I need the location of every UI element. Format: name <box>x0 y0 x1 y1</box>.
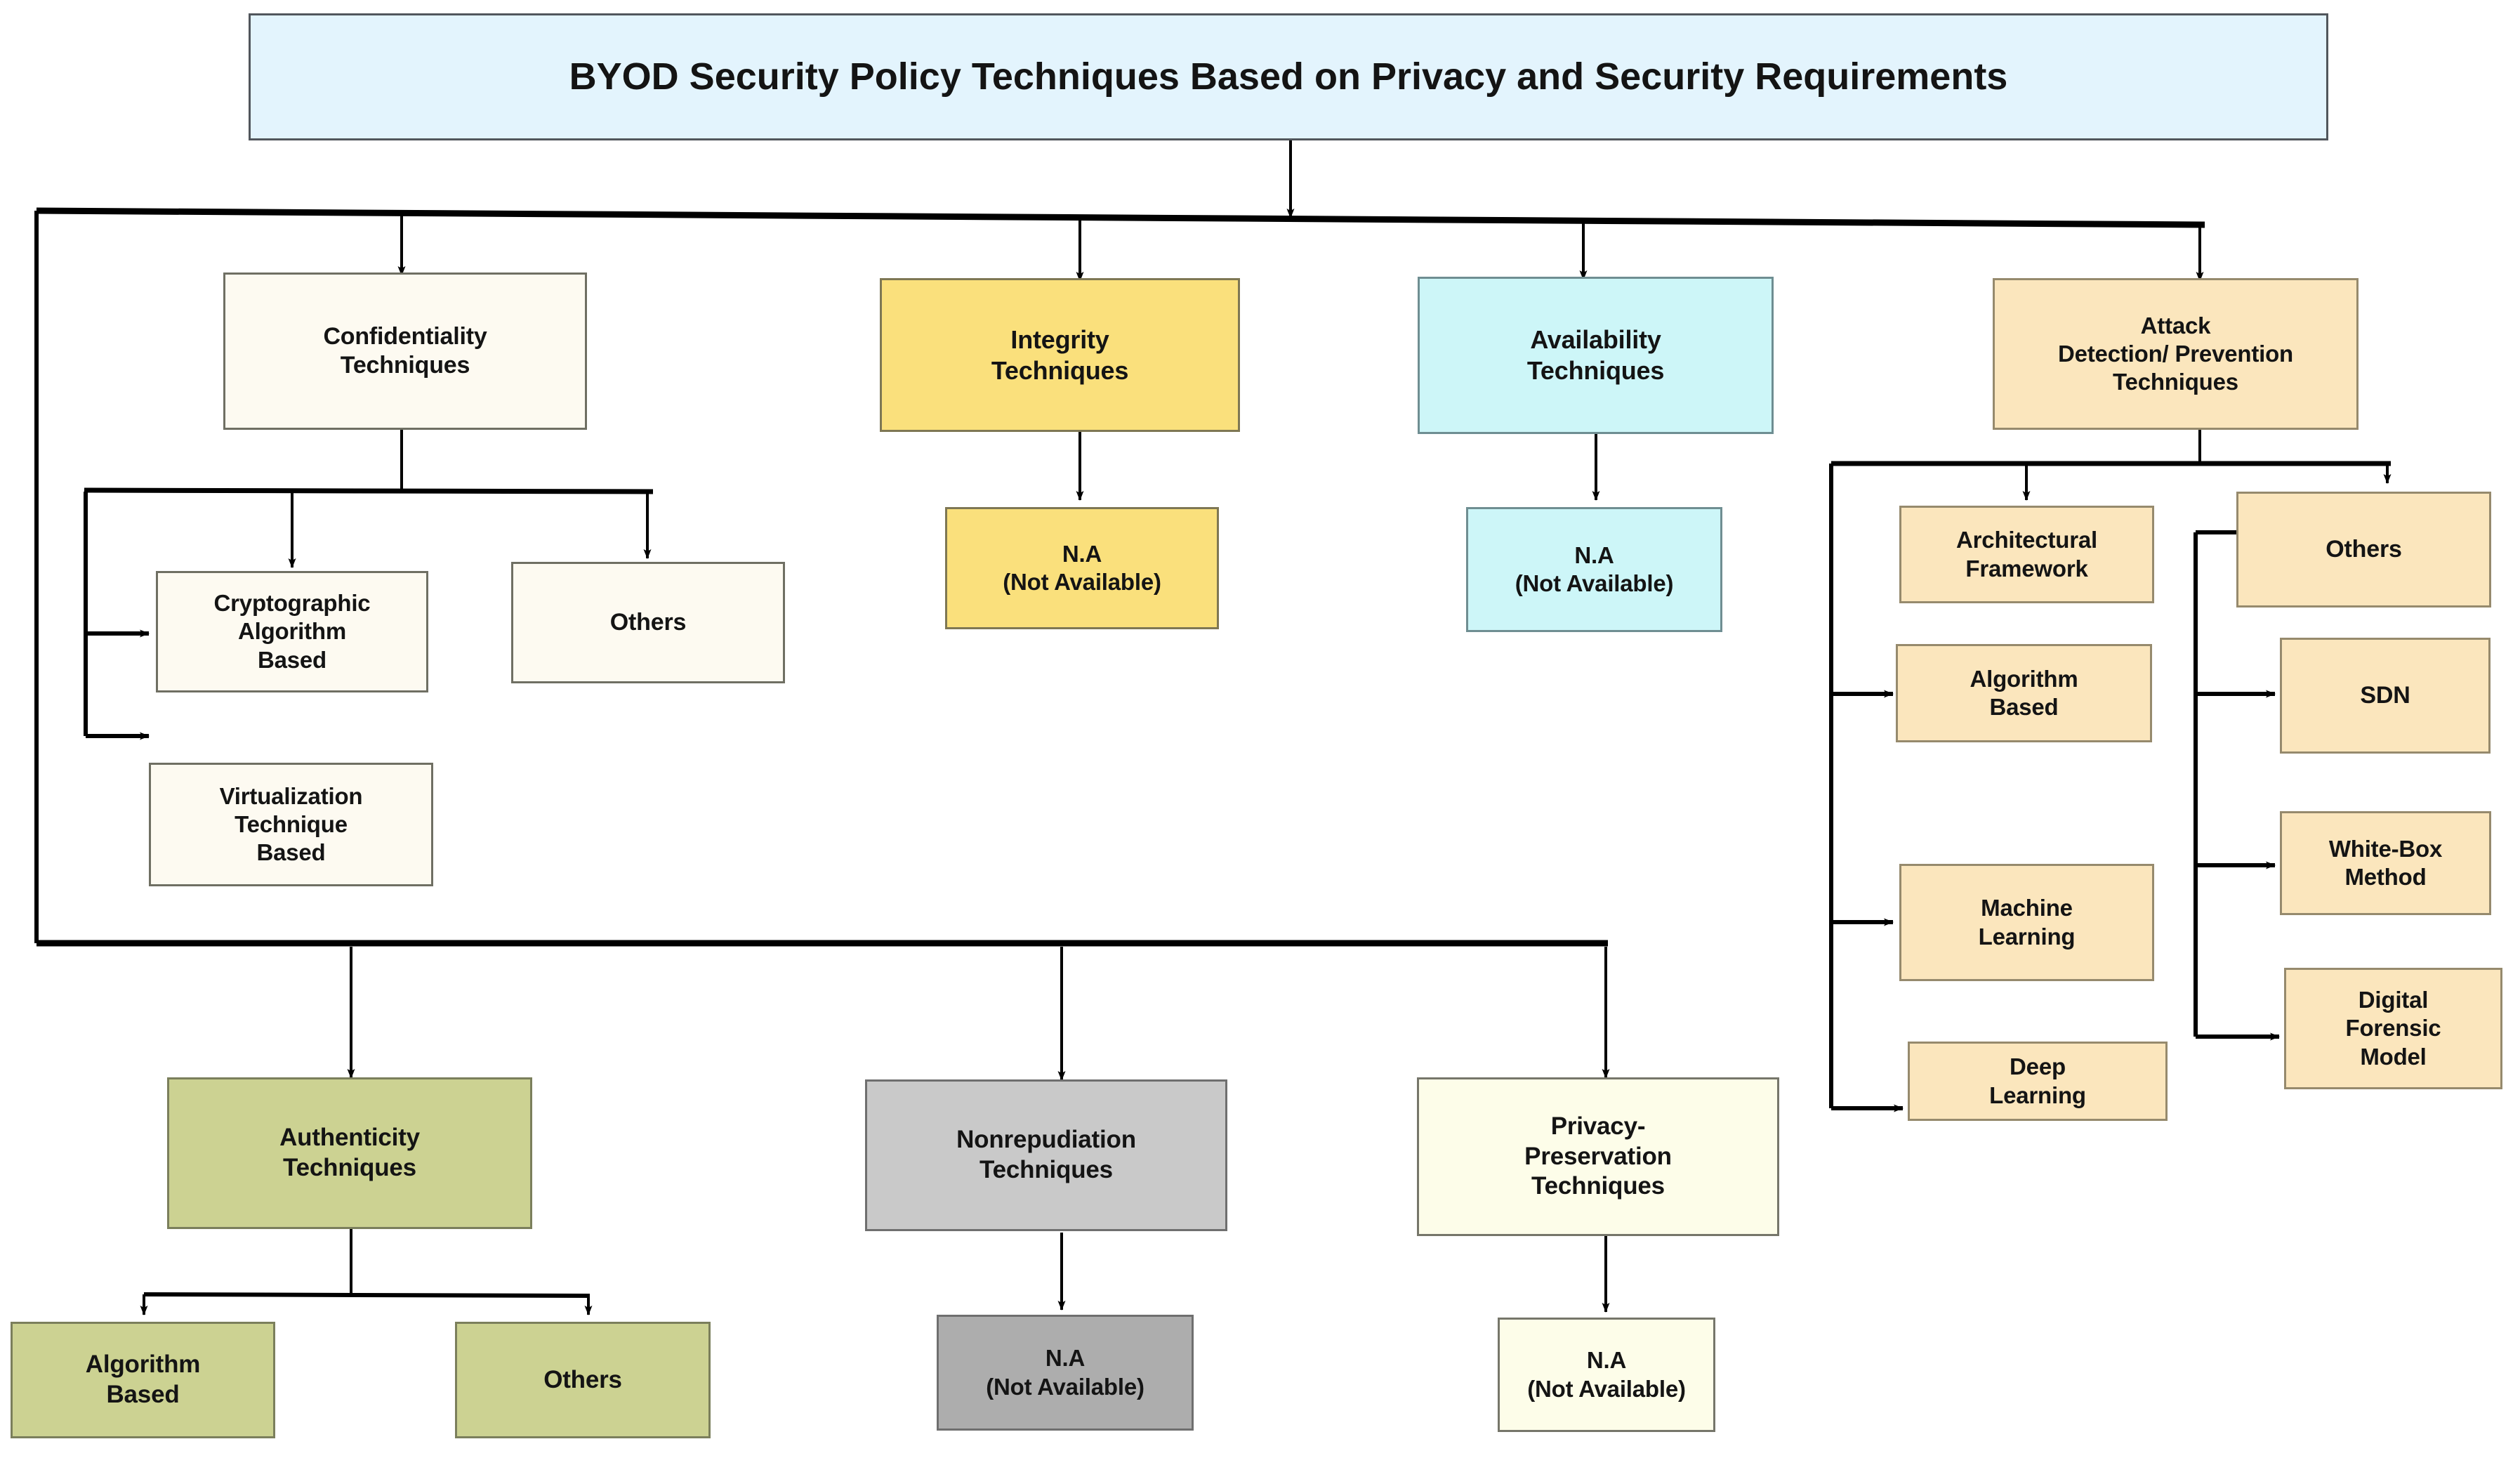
node-digital-forensic-model[interactable]: Digital Forensic Model <box>2284 968 2502 1089</box>
node-cryptographic-algorithm-based[interactable]: Cryptographic Algorithm Based <box>156 571 428 692</box>
node-label: Integrity Techniques <box>991 324 1129 385</box>
node-label: Confidentiality Techniques <box>323 322 487 379</box>
node-attack-algorithm-based[interactable]: Algorithm Based <box>1896 644 2152 742</box>
diagram-title-box: BYOD Security Policy Techniques Based on… <box>249 13 2328 140</box>
node-white-box-method[interactable]: White-Box Method <box>2280 811 2491 915</box>
node-attack-others[interactable]: Others <box>2236 492 2491 608</box>
node-label: Others <box>2326 535 2402 563</box>
node-label: N.A (Not Available) <box>1515 541 1674 596</box>
node-integrity-techniques[interactable]: Integrity Techniques <box>880 278 1240 432</box>
node-deep-learning[interactable]: Deep Learning <box>1908 1042 2168 1121</box>
node-label: Deep Learning <box>1989 1053 2086 1108</box>
node-architectural-framework[interactable]: Architectural Framework <box>1899 506 2154 603</box>
node-label: Cryptographic Algorithm Based <box>213 590 371 673</box>
node-label: Others <box>543 1365 622 1393</box>
node-label: Architectural Framework <box>1956 527 2097 582</box>
node-label: Privacy- Preservation Techniques <box>1524 1112 1672 1200</box>
node-machine-learning[interactable]: Machine Learning <box>1899 864 2154 981</box>
node-authenticity-techniques[interactable]: Authenticity Techniques <box>167 1077 532 1229</box>
node-label: White-Box Method <box>2328 835 2443 890</box>
node-nonrepudiation-not-available[interactable]: N.A (Not Available) <box>937 1315 1194 1431</box>
node-label: N.A (Not Available) <box>986 1345 1144 1400</box>
node-label: Machine Learning <box>1978 895 2076 950</box>
node-label: Authenticity Techniques <box>279 1124 420 1181</box>
node-integrity-not-available[interactable]: N.A (Not Available) <box>945 507 1219 629</box>
diagram-title-text: BYOD Security Policy Techniques Based on… <box>569 55 2008 98</box>
node-label: N.A (Not Available) <box>1003 540 1161 595</box>
node-availability-not-available[interactable]: N.A (Not Available) <box>1466 507 1722 632</box>
node-label: Attack Detection/ Prevention Techniques <box>2057 312 2294 395</box>
node-label: Algorithm Based <box>85 1351 201 1408</box>
node-confidentiality-techniques[interactable]: Confidentiality Techniques <box>223 272 587 430</box>
node-availability-techniques[interactable]: Availability Techniques <box>1418 277 1774 434</box>
node-label: Availability Techniques <box>1526 325 1665 385</box>
node-confidentiality-others[interactable]: Others <box>511 562 785 683</box>
node-label: Nonrepudiation Techniques <box>956 1126 1136 1183</box>
node-label: Algorithm Based <box>1970 665 2078 720</box>
node-authenticity-others[interactable]: Others <box>455 1322 711 1438</box>
node-privacy-preservation-techniques[interactable]: Privacy- Preservation Techniques <box>1417 1077 1779 1236</box>
node-label: Digital Forensic Model <box>2345 987 2441 1070</box>
node-virtualization-technique-based[interactable]: Virtualization Technique Based <box>149 763 433 886</box>
node-privacy-not-available[interactable]: N.A (Not Available) <box>1498 1318 1715 1432</box>
node-authenticity-algorithm-based[interactable]: Algorithm Based <box>11 1322 275 1438</box>
node-label: Others <box>609 608 687 636</box>
node-label: N.A (Not Available) <box>1527 1347 1686 1402</box>
node-nonrepudiation-techniques[interactable]: Nonrepudiation Techniques <box>865 1079 1227 1231</box>
node-sdn[interactable]: SDN <box>2280 638 2491 754</box>
node-label: Virtualization Technique Based <box>219 782 363 866</box>
node-attack-detection-prevention-techniques[interactable]: Attack Detection/ Prevention Techniques <box>1993 278 2359 430</box>
node-label: SDN <box>2360 681 2410 709</box>
